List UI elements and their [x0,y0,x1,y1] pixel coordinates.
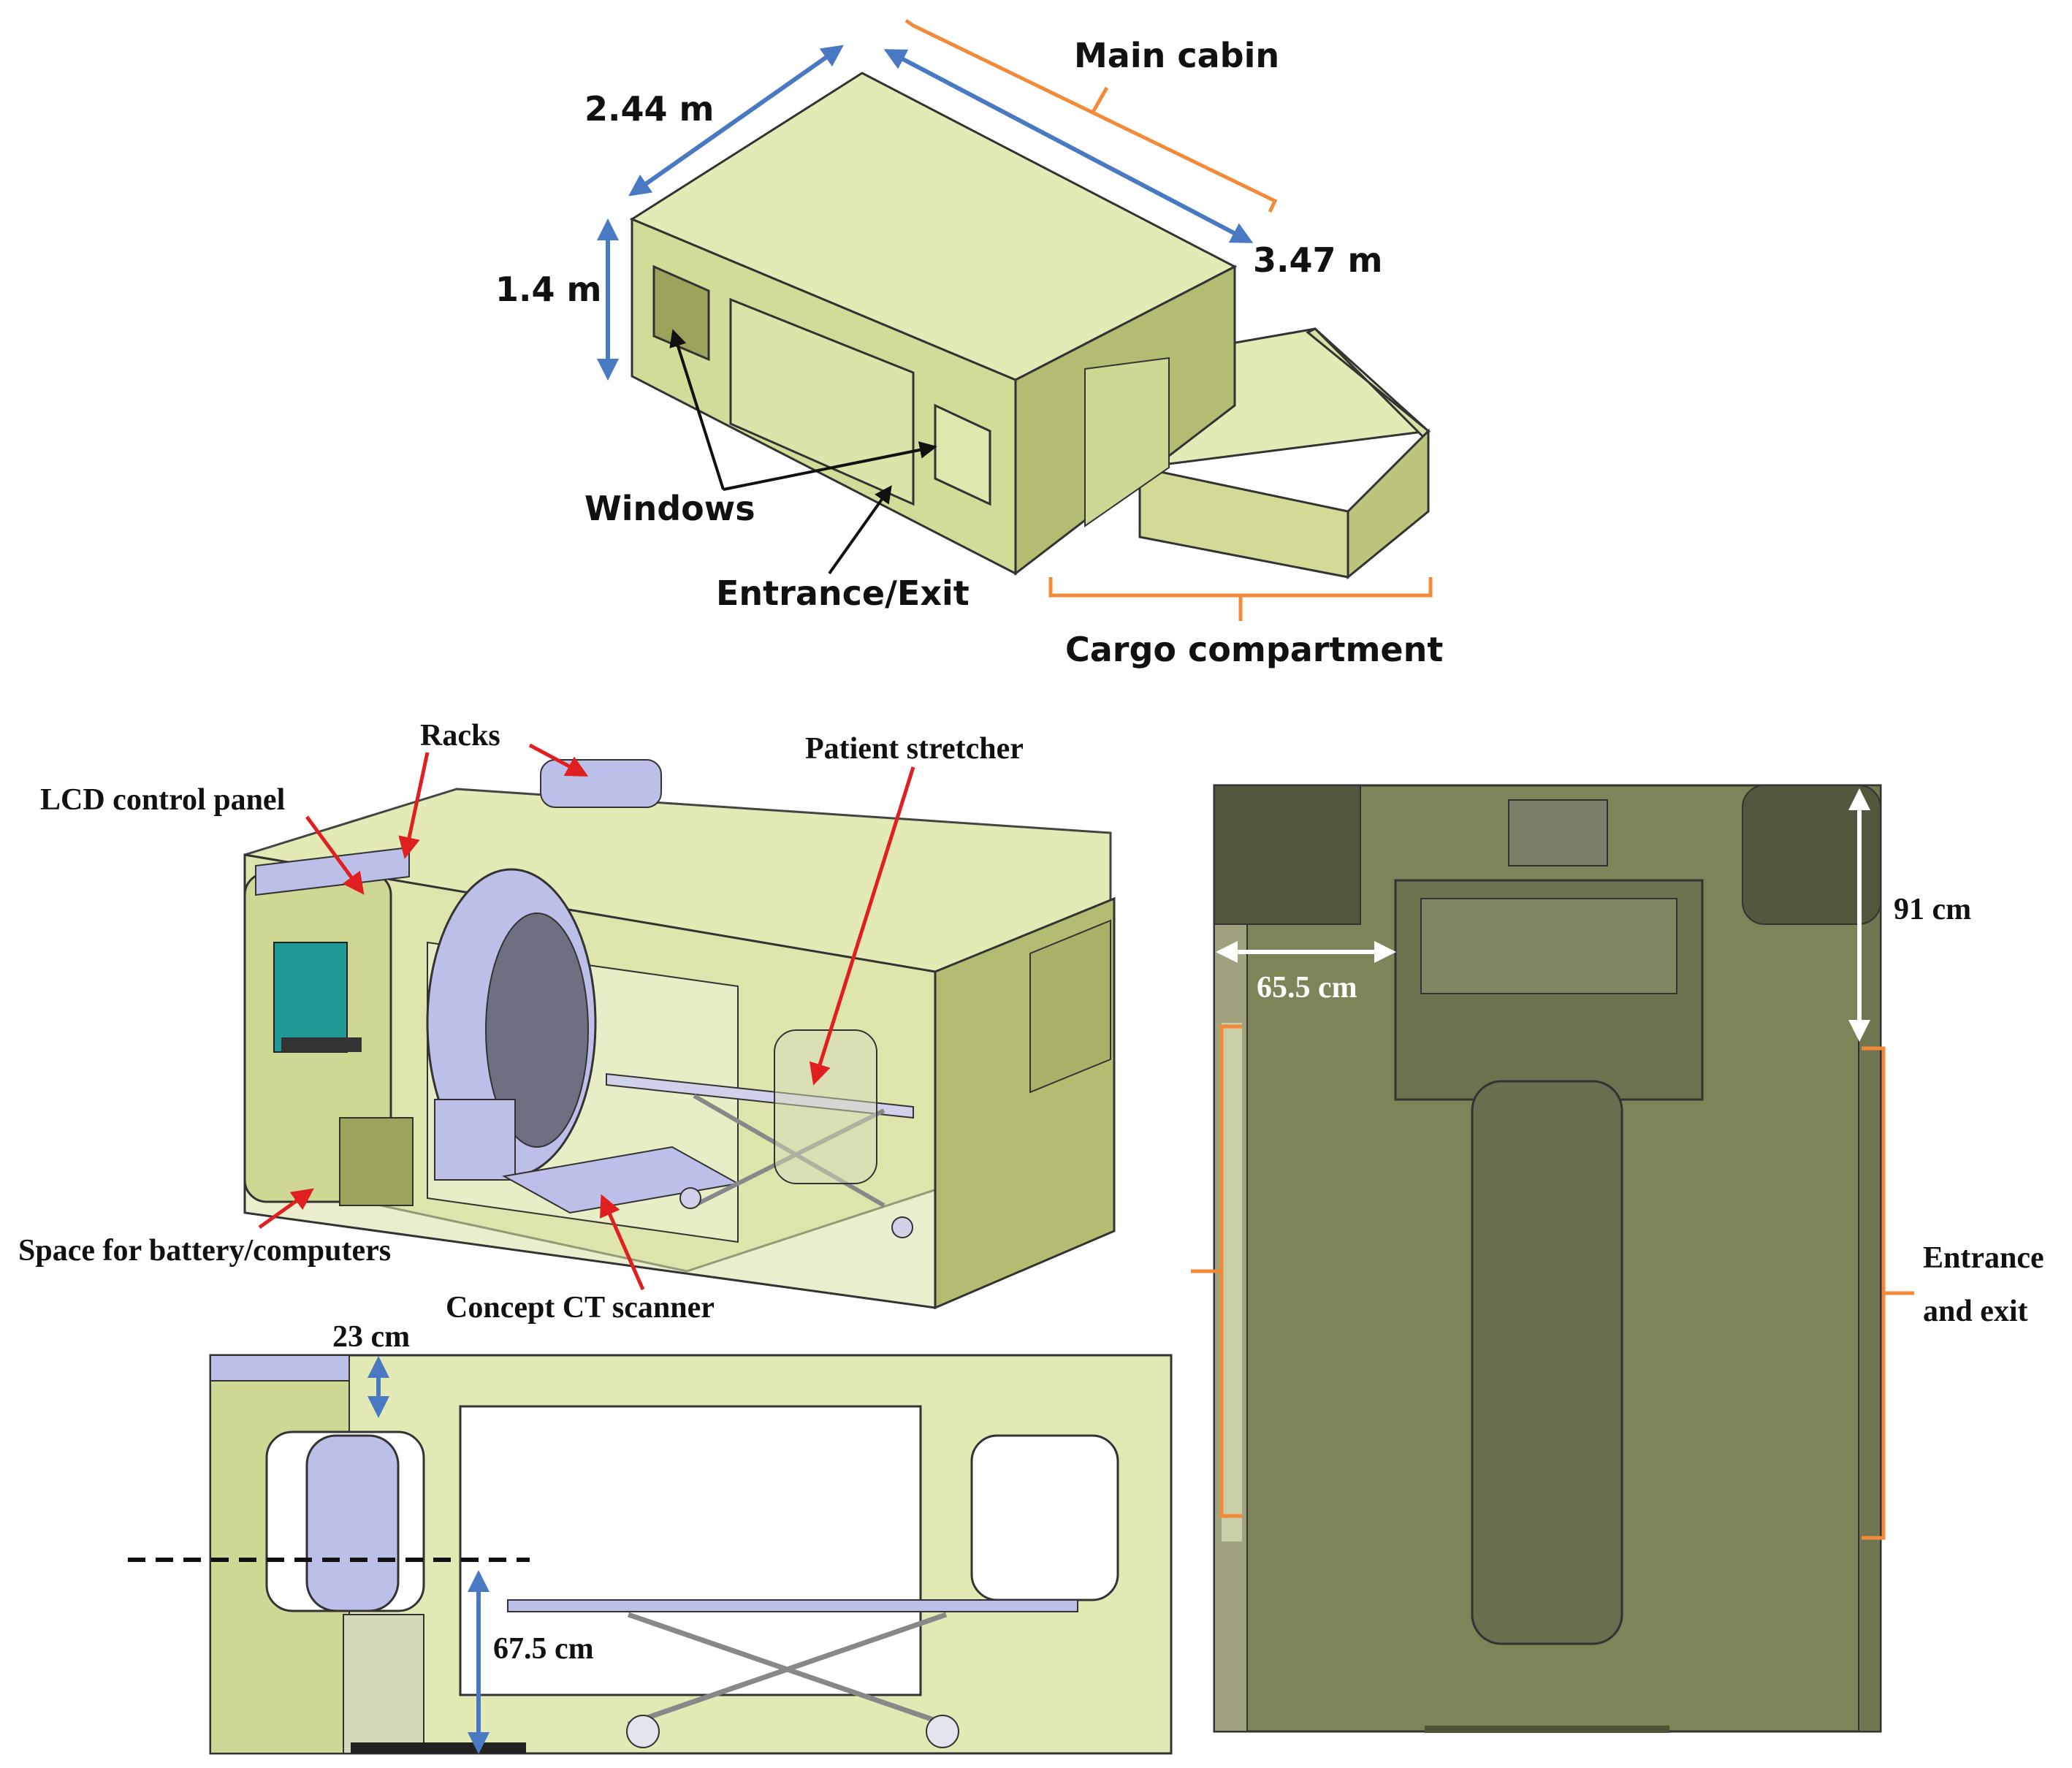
battery-arrow [258,1188,314,1230]
patient-stretcher-label: Patient stretcher [805,732,1024,766]
side-view-scanner-base [343,1614,424,1754]
side-stretcher-leg-b [627,1612,948,1727]
width-dimension-arrow [628,45,844,197]
entrance-exit-label: Entrance/Exit [716,574,970,613]
ct-scanner-label: Concept CT scanner [446,1291,715,1325]
top-view-right-cabinet [1742,785,1881,925]
windows-label: Windows [584,489,755,528]
cargo-compartment-label: Cargo compartment [1065,630,1443,669]
side-stretcher-top [507,1599,1078,1612]
side-view-floor-plate [351,1742,526,1753]
top-gap-label: 23 cm [332,1320,410,1354]
side-view-door-opening [459,1405,922,1696]
width-label: 2.44 m [584,89,714,129]
top-view [1213,784,1882,1733]
side-view-rear-window [970,1434,1119,1601]
ct-base [434,1099,516,1181]
depth-label: 91 cm [1894,893,1971,926]
top-view-rear-step [1425,1726,1669,1733]
entrance-and-exit-label-line2: and exit [1923,1295,2028,1328]
side-stretcher-wheel-a [626,1715,660,1748]
length-dimension-arrow [883,49,1254,243]
front-window [652,264,710,362]
top-view-right-strip [1858,785,1881,1732]
top-view-stretcher [1471,1080,1623,1645]
interior-right-window [1029,919,1111,1094]
top-view-gantry-inner [1420,898,1677,994]
side-view-gantry [305,1434,400,1612]
lcd-arrow [305,815,365,895]
lcd-control-panel-label: LCD control panel [40,783,285,817]
stretcher-arrow [809,766,915,1086]
top-view-gantry-top [1508,799,1608,866]
height-label: 1.4 m [495,270,601,309]
entrance-arrow [828,485,892,575]
scanner-arrow [599,1194,645,1291]
racks-arrow-1 [398,752,430,859]
ct-gantry-bore [485,912,589,1148]
stretcher-wheel-a [679,1187,701,1209]
racks-label: Racks [420,719,500,752]
lcd-keyboard [281,1037,362,1052]
cargo-joint [1084,357,1170,527]
lcd-screen [273,942,348,1053]
interior-model [243,759,1116,1310]
main-cabin-label: Main cabin [1074,36,1279,75]
battery-space-label: Space for battery/computers [18,1234,391,1268]
top-view-left-cabinet [1214,785,1361,925]
main-cabin-bracket-tick [1090,86,1109,115]
side-view [209,1354,1173,1755]
entrance-and-exit-label-line1: Entrance [1923,1241,2044,1275]
rack-cylinder [540,759,662,808]
side-stretcher-wheel-b [926,1715,959,1748]
cargo-side-face [1347,428,1430,580]
windows-arrow-1 [669,329,725,490]
side-view-top-rack [210,1354,350,1382]
top-view-left-entrance-strip [1222,1023,1242,1542]
racks-arrow-2 [528,743,589,777]
cargo-bracket [1048,577,1433,598]
stretcher-window [774,1029,877,1184]
stretcher-wheel-b [891,1216,913,1238]
floor-height-label: 67.5 cm [493,1632,594,1666]
cargo-front-face [1138,466,1349,579]
rack-shelf [255,846,410,896]
battery-box [339,1117,414,1206]
aisle-label: 65.5 cm [1257,971,1357,1005]
length-label: 3.47 m [1253,240,1382,280]
windows-arrow-2 [723,441,937,491]
entrance-door [729,297,915,506]
